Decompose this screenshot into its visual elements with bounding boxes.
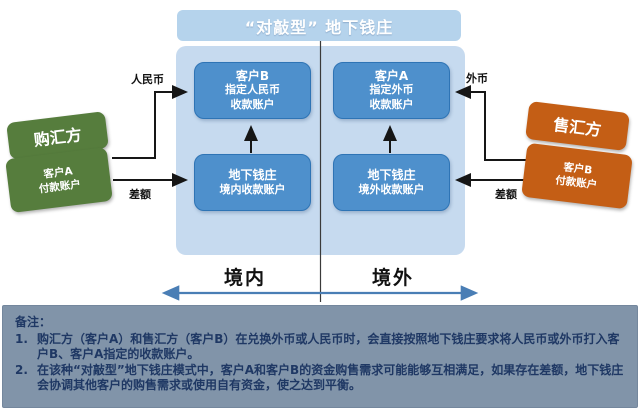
difference-right-label: 差额: [495, 188, 517, 201]
customer-a-receiving-account-node: 客户A 指定外币 收款账户: [333, 62, 450, 119]
node-line: 收款账户: [230, 97, 275, 111]
rmb-flow-arrow: [112, 85, 188, 159]
bank-overseas-receiving-account-node: 地下钱庄 境外收款账户: [333, 154, 450, 211]
node-title: 地下钱庄: [228, 168, 277, 182]
node-title: 地下钱庄: [367, 168, 416, 182]
customer-b-receiving-account-node: 客户B 指定人民币 收款账户: [194, 62, 311, 119]
note-number: 2.: [15, 362, 28, 377]
note-text: 在该种“对敲型”地下钱庄模式中，客户A和客户B的资金购售需求可能能够互相满足，如…: [37, 362, 624, 393]
node-line: 指定外币: [369, 83, 414, 97]
node-line: 境内收款账户: [219, 182, 286, 196]
domestic-region-label: 境内: [223, 267, 266, 289]
foreign-currency-flow-arrow: [455, 85, 527, 161]
rmb-flow-label: 人民币: [131, 73, 164, 86]
note-text: 购汇方（客户A）和售汇方（客户B）在兑换外币或人民币时，会直接按照地下钱庄要求将…: [37, 331, 620, 362]
foreign-currency-flow-label: 外币: [466, 72, 488, 85]
node-title: 客户B: [235, 68, 270, 83]
node-line: 境外收款账户: [358, 182, 425, 196]
notes-panel: 备注： 1. 购汇方（客户A）和售汇方（客户B）在兑换外币或人民币时，会直接按照…: [2, 305, 638, 408]
node-title: 客户A: [374, 68, 409, 83]
node-line: 收款账户: [369, 97, 414, 111]
note-item-1: 1. 购汇方（客户A）和售汇方（客户B）在兑换外币或人民币时，会直接按照地下钱庄…: [15, 332, 627, 363]
node-line: 指定人民币: [225, 83, 280, 97]
diagram-title: “对敲型” 地下钱庄: [177, 10, 461, 41]
note-item-2: 2. 在该种“对敲型”地下钱庄模式中，客户A和客户B的资金购售需求可能能够互相满…: [15, 363, 627, 394]
fx-buyer-payment-account-box: 客户A 付款账户: [5, 146, 113, 214]
fx-seller-payment-account-box: 客户B 付款账户: [521, 142, 633, 210]
overseas-region-label: 境外: [371, 267, 414, 289]
notes-heading: 备注：: [15, 315, 52, 329]
note-number: 1.: [15, 331, 28, 346]
difference-left-label: 差额: [129, 188, 151, 201]
bank-domestic-receiving-account-node: 地下钱庄 境内收款账户: [194, 154, 311, 211]
